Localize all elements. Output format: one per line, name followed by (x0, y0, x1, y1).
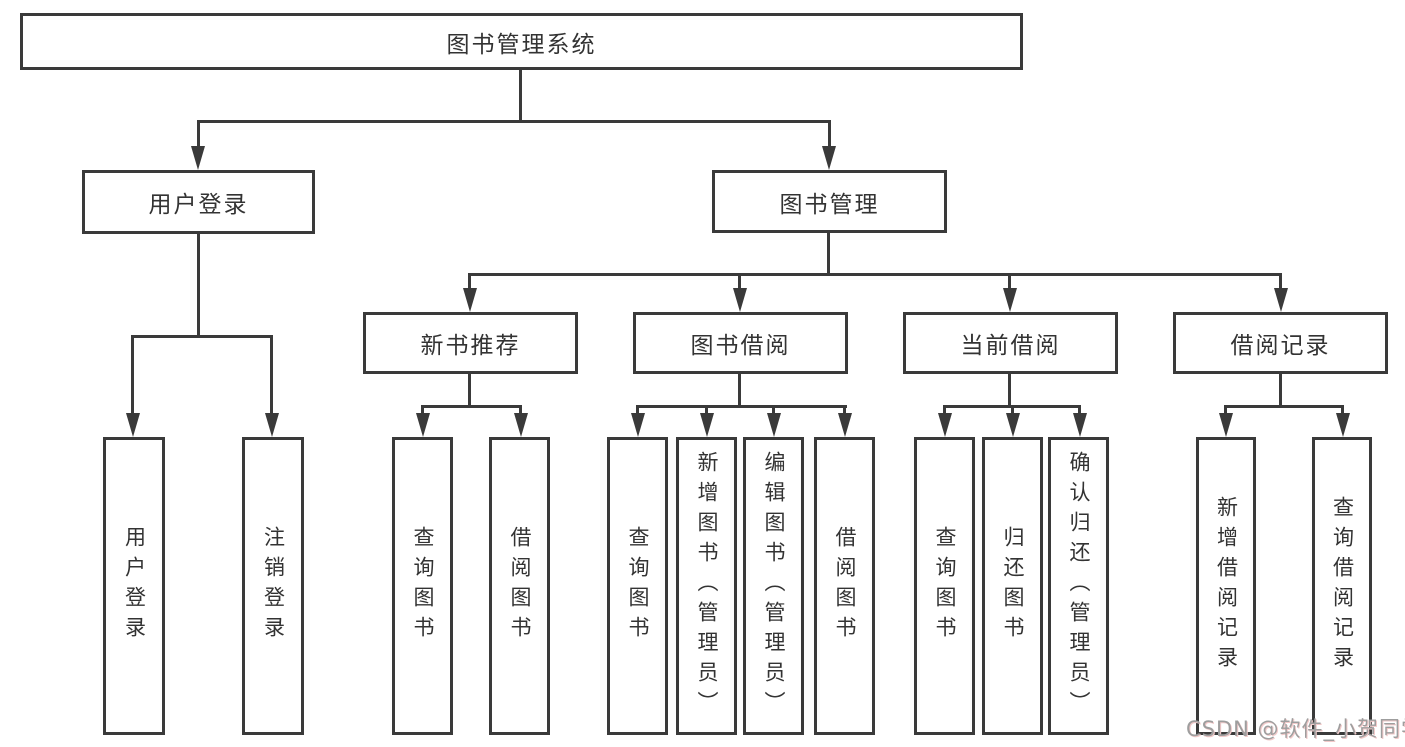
leaf-return-books: 归还图书 (982, 437, 1043, 735)
connector-line (1224, 405, 1227, 415)
connector-line (131, 335, 273, 338)
leaf-query-books-recommend: 查询图书 (392, 437, 453, 735)
node-label: 图书管理 (779, 191, 880, 218)
connector-line (943, 405, 946, 415)
connector-line (1279, 374, 1282, 405)
arrow-down-icon (733, 288, 747, 312)
connector-line (827, 233, 830, 273)
node-borrowing-records: 借阅记录 (1173, 312, 1388, 374)
connector-line (772, 405, 775, 415)
leaf-query-books-current: 查询图书 (914, 437, 975, 735)
arrow-down-icon (1073, 413, 1087, 437)
leaf-edit-book-admin: 编辑图书（管理员） (743, 437, 804, 735)
node-book-borrowing: 图书借阅 (633, 312, 848, 374)
node-label: 图书管理系统 (446, 31, 597, 58)
connector-line (468, 374, 471, 405)
arrow-down-icon (938, 413, 952, 437)
arrow-down-icon (1006, 413, 1020, 437)
arrow-down-icon (767, 413, 781, 437)
connector-line (1078, 405, 1081, 415)
arrow-down-icon (416, 413, 430, 437)
arrow-down-icon (631, 413, 645, 437)
leaf-confirm-return-admin: 确认归还（管理员） (1048, 437, 1109, 735)
csdn-watermark: CSDN @软件_小贺同学 (1186, 717, 1405, 741)
connector-line (421, 405, 424, 415)
leaf-add-book-admin: 新增图书（管理员） (676, 437, 737, 735)
leaf-label: 新增借阅记录 (1214, 496, 1239, 676)
connector-line (738, 374, 741, 405)
leaf-logout: 注销登录 (242, 437, 304, 735)
node-label: 当前借阅 (960, 333, 1061, 359)
arrow-down-icon (1003, 288, 1017, 312)
connector-line (1008, 273, 1011, 290)
node-library-system-root: 图书管理系统 (20, 13, 1023, 70)
node-label: 新书推荐 (420, 333, 521, 359)
connector-line (197, 120, 200, 148)
leaf-query-borrow-record: 查询借阅记录 (1312, 437, 1372, 735)
leaf-label: 查询图书 (626, 526, 650, 646)
connector-line (519, 70, 522, 120)
leaf-borrow-books: 借阅图书 (814, 437, 875, 735)
leaf-label: 用户登录 (122, 526, 147, 646)
connector-line (519, 405, 522, 415)
arrow-down-icon (191, 146, 205, 170)
leaf-label: 查询借阅记录 (1330, 496, 1355, 676)
leaf-label: 借阅图书 (833, 526, 857, 646)
connector-line (738, 273, 741, 290)
arrow-down-icon (514, 413, 528, 437)
arrow-down-icon (838, 413, 852, 437)
leaf-query-books-borrow: 查询图书 (607, 437, 668, 735)
leaf-user-login: 用户登录 (103, 437, 165, 735)
connector-line (705, 405, 708, 415)
leaf-label: 编辑图书（管理员） (762, 451, 786, 721)
connector-line (1224, 405, 1344, 408)
arrow-down-icon (265, 413, 279, 437)
connector-line (197, 234, 200, 335)
connector-line (1008, 374, 1011, 405)
connector-line (636, 405, 847, 408)
leaf-label: 确认归还（管理员） (1067, 451, 1091, 721)
arrow-down-icon (1274, 288, 1288, 312)
connector-line (1011, 405, 1014, 415)
connector-line (468, 273, 1282, 276)
leaf-label: 查询图书 (933, 526, 957, 646)
connector-line (1279, 273, 1282, 290)
leaf-label: 借阅图书 (508, 526, 532, 646)
leaf-label: 新增图书（管理员） (695, 451, 719, 721)
node-label: 图书借阅 (690, 333, 791, 359)
arrow-down-icon (463, 288, 477, 312)
node-label: 借阅记录 (1230, 333, 1331, 359)
leaf-borrow-books-recommend: 借阅图书 (489, 437, 550, 735)
connector-line (843, 405, 846, 415)
connector-line (468, 273, 471, 290)
node-user-login: 用户登录 (82, 170, 315, 234)
connector-line (131, 335, 134, 415)
connector-line (636, 405, 639, 415)
leaf-add-borrow-record: 新增借阅记录 (1196, 437, 1256, 735)
arrow-down-icon (822, 146, 836, 170)
connector-line (1341, 405, 1344, 415)
leaf-label: 查询图书 (411, 526, 435, 646)
connector-line (828, 120, 831, 148)
arrow-down-icon (700, 413, 714, 437)
connector-line (421, 405, 522, 408)
leaf-label: 归还图书 (1001, 526, 1025, 646)
arrow-down-icon (1336, 413, 1350, 437)
node-label: 用户登录 (148, 192, 249, 218)
arrow-down-icon (126, 413, 140, 437)
node-new-book-recommend: 新书推荐 (363, 312, 578, 374)
node-book-management: 图书管理 (712, 170, 947, 233)
arrow-down-icon (1219, 413, 1233, 437)
node-current-borrowing: 当前借阅 (903, 312, 1118, 374)
leaf-label: 注销登录 (261, 526, 286, 646)
connector-line (270, 335, 273, 415)
connector-line (197, 120, 831, 123)
